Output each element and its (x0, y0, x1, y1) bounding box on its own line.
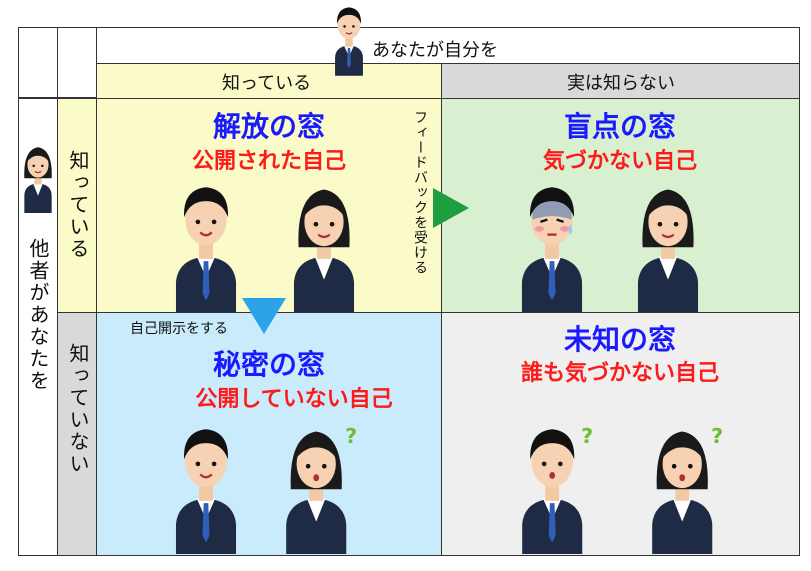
top-header-label: あなたが自分を (372, 40, 498, 61)
quadrant-blind (441, 98, 800, 313)
row-unknown-label: 知っていない (66, 343, 90, 475)
row-known-label: 知っている (66, 150, 90, 260)
businesswoman-icon (293, 189, 355, 312)
quadrant-open (96, 98, 442, 313)
businessman-icon (175, 429, 237, 554)
open-window-subtitle: 公開された自己 (191, 149, 346, 174)
hidden-window-title: 秘密の窓 (212, 348, 325, 381)
feedback-arrow-icon (433, 188, 469, 228)
feedback-label: フィードバックを受ける (412, 110, 428, 275)
embarrassed-businessman-icon (521, 187, 583, 312)
businessman-icon (335, 7, 363, 76)
quadrant-unknown (441, 312, 800, 556)
col-header-known (96, 63, 442, 99)
blind-window-subtitle: 気づかない自己 (542, 149, 697, 174)
blind-window-title: 盲点の窓 (563, 110, 676, 143)
puzzled-businesswoman-icon: ? (652, 424, 723, 554)
side-main-label: 他者があなたを (26, 238, 50, 392)
businesswoman-icon (24, 147, 52, 213)
puzzled-businessman-icon: ? (522, 424, 593, 554)
unknown-window-subtitle: 誰も気づかない自己 (520, 361, 719, 386)
unknown-window-title: 未知の窓 (563, 323, 676, 356)
businessman-icon (175, 187, 237, 312)
row-header-known (57, 98, 97, 313)
hidden-window-subtitle: 公開していない自己 (195, 387, 393, 412)
svg-text:?: ? (711, 424, 723, 448)
svg-text:?: ? (345, 424, 357, 448)
puzzled-businesswoman-icon: ? (286, 424, 357, 554)
open-window-title: 解放の窓 (212, 110, 325, 143)
svg-text:?: ? (581, 424, 593, 448)
col-known-label: 知っている (222, 73, 312, 94)
disclose-arrow-icon (242, 298, 286, 334)
quadrant-hidden (96, 312, 442, 556)
corner-divider (57, 27, 58, 98)
businesswoman-icon (637, 189, 699, 312)
disclose-label: 自己開示をする (130, 321, 228, 337)
col-unknown-label: 実は知らない (567, 73, 675, 94)
